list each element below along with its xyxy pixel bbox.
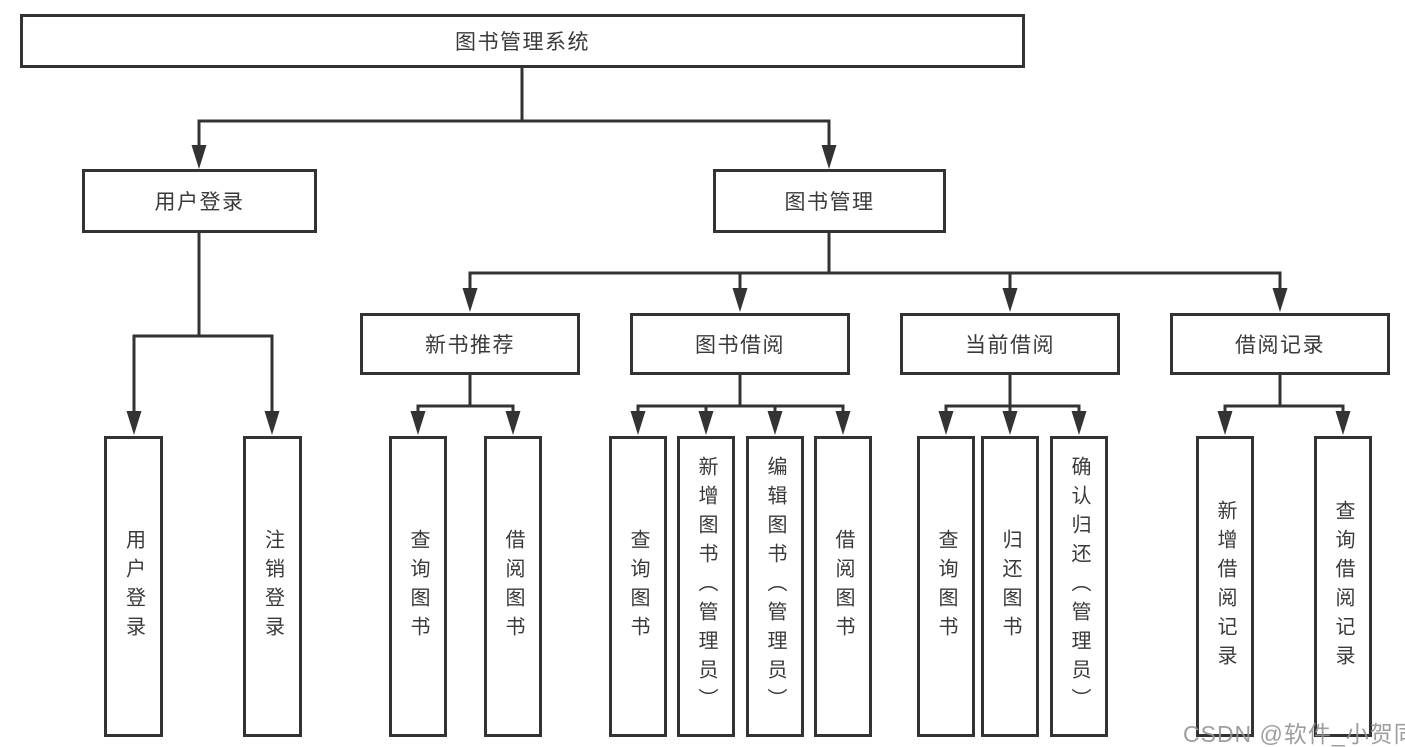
arrowhead-icon	[767, 411, 783, 435]
node-label: 确认归还（管理员）	[1068, 456, 1090, 717]
node-leaf-user-login: 用户登录	[104, 436, 163, 737]
node-label: 图书借阅	[695, 334, 785, 357]
node-book-management-branch: 图书管理	[713, 169, 946, 233]
arrowhead-icon	[1071, 411, 1087, 435]
node-label: 用户登录	[122, 528, 145, 645]
node-label: 当前借阅	[965, 334, 1055, 357]
arrowhead-icon	[1335, 411, 1351, 435]
node-new-book-recommend: 新书推荐	[360, 313, 580, 375]
arrowhead-icon	[505, 411, 521, 435]
node-user-login-branch: 用户登录	[82, 169, 317, 233]
connector-line	[636, 404, 845, 412]
node-label: 查询图书	[627, 528, 649, 645]
node-book-borrowing: 图书借阅	[630, 313, 850, 375]
node-label: 查询借阅记录	[1332, 499, 1354, 674]
node-label: 查询图书	[935, 528, 957, 645]
arrowhead-icon	[126, 411, 142, 435]
arrowhead-icon	[1002, 411, 1018, 435]
arrowhead-icon	[1272, 288, 1288, 312]
node-leaf-add-books-admin: 新增图书（管理员）	[677, 436, 735, 737]
node-leaf-return-books: 归还图书	[981, 436, 1039, 737]
node-leaf-borrow-books-2: 借阅图书	[814, 436, 872, 737]
node-label: 新增图书（管理员）	[695, 456, 717, 717]
connector-line	[197, 119, 831, 147]
connector-line	[1223, 404, 1345, 412]
connector-line	[416, 404, 515, 412]
node-leaf-query-books-1: 查询图书	[389, 436, 447, 737]
node-label: 新增借阅记录	[1214, 499, 1236, 674]
arrowhead-icon	[1217, 411, 1233, 435]
node-current-borrowing: 当前借阅	[900, 313, 1120, 375]
arrowhead-icon	[1002, 288, 1018, 312]
node-label: 注销登录	[261, 528, 284, 645]
arrowhead-icon	[821, 145, 837, 169]
arrowhead-icon	[410, 411, 426, 435]
node-book-management-system: 图书管理系统	[20, 14, 1025, 68]
node-leaf-add-borrow-record: 新增借阅记录	[1196, 436, 1254, 737]
node-label: 归还图书	[999, 528, 1021, 645]
connector-line	[468, 271, 1282, 290]
node-leaf-query-books-2: 查询图书	[609, 436, 667, 737]
node-leaf-query-books-3: 查询图书	[917, 436, 975, 737]
node-label: 图书管理系统	[455, 31, 590, 54]
node-label: 借阅图书	[502, 528, 524, 645]
node-leaf-confirm-return-admin: 确认归还（管理员）	[1050, 436, 1108, 737]
arrowhead-icon	[191, 145, 207, 169]
node-leaf-logout: 注销登录	[243, 436, 302, 737]
node-borrowing-records: 借阅记录	[1170, 313, 1390, 375]
arrowhead-icon	[732, 288, 748, 312]
arrowhead-icon	[938, 411, 954, 435]
node-label: 图书管理	[784, 191, 875, 214]
node-label: 借阅图书	[832, 528, 854, 645]
node-label: 用户登录	[154, 191, 245, 214]
node-label: 查询图书	[407, 528, 429, 645]
node-leaf-query-borrow-record: 查询借阅记录	[1314, 436, 1372, 737]
node-label: 新书推荐	[425, 334, 515, 357]
csdn-watermark: CSDN @软件_小贺同学	[1183, 721, 1405, 747]
node-leaf-edit-books-admin: 编辑图书（管理员）	[746, 436, 804, 737]
arrowhead-icon	[698, 411, 714, 435]
node-leaf-borrow-books-1: 借阅图书	[484, 436, 542, 737]
node-label: 编辑图书（管理员）	[764, 456, 786, 717]
node-label: 借阅记录	[1235, 334, 1325, 357]
arrowhead-icon	[630, 411, 646, 435]
arrowhead-icon	[264, 411, 280, 435]
arrowhead-icon	[835, 411, 851, 435]
connector-line	[944, 404, 1081, 412]
connector-line	[132, 334, 274, 413]
arrowhead-icon	[462, 288, 478, 312]
